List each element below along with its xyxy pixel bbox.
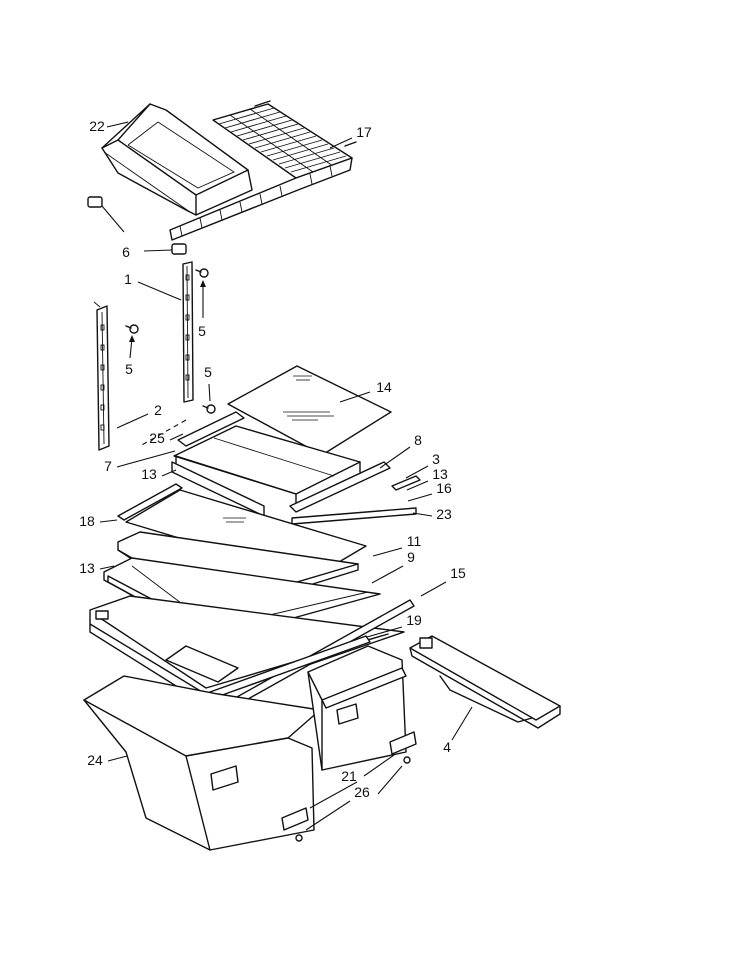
callout-p3: 3 — [432, 451, 440, 467]
glass-panel-top — [227, 365, 392, 456]
callout-p16: 16 — [436, 480, 452, 496]
door-bin — [101, 103, 253, 216]
callout-p13c: 13 — [79, 560, 95, 576]
callout-p25: 25 — [149, 430, 165, 446]
shelf-pins — [87, 196, 187, 255]
callout-p5a: 5 — [198, 323, 206, 339]
callout-p9: 9 — [407, 549, 415, 565]
shelf-rails — [93, 261, 194, 451]
callout-p22: 22 — [89, 118, 105, 134]
callout-p5c: 5 — [204, 364, 212, 380]
screws — [125, 268, 216, 414]
callout-p4: 4 — [443, 739, 451, 755]
crisper-cover-frame — [89, 595, 415, 709]
callout-p26: 26 — [354, 784, 370, 800]
callout-p15: 15 — [450, 565, 466, 581]
callout-p23: 23 — [436, 506, 452, 522]
leader-lines — [99, 121, 473, 762]
callout-p7: 7 — [104, 458, 112, 474]
callout-p5b: 5 — [125, 361, 133, 377]
callout-p13b: 13 — [432, 466, 448, 482]
shelf-frame-upper — [117, 411, 421, 525]
callout-p1: 1 — [124, 271, 132, 287]
callout-p21: 21 — [341, 768, 357, 784]
callout-p18: 18 — [79, 513, 95, 529]
callout-p17: 17 — [356, 124, 372, 140]
callout-p13a: 13 — [141, 466, 157, 482]
callout-p11: 11 — [407, 533, 422, 549]
crisper-control — [409, 635, 561, 729]
callout-p2: 2 — [154, 402, 162, 418]
drawer-glides — [281, 731, 417, 842]
callout-p19: 19 — [406, 612, 422, 628]
callout-p6: 6 — [122, 244, 130, 260]
wire-shelf — [169, 100, 357, 241]
callout-p24: 24 — [87, 752, 103, 768]
callout-p14: 14 — [376, 379, 392, 395]
callout-p8: 8 — [414, 432, 422, 448]
crisper-drawers — [83, 645, 407, 851]
